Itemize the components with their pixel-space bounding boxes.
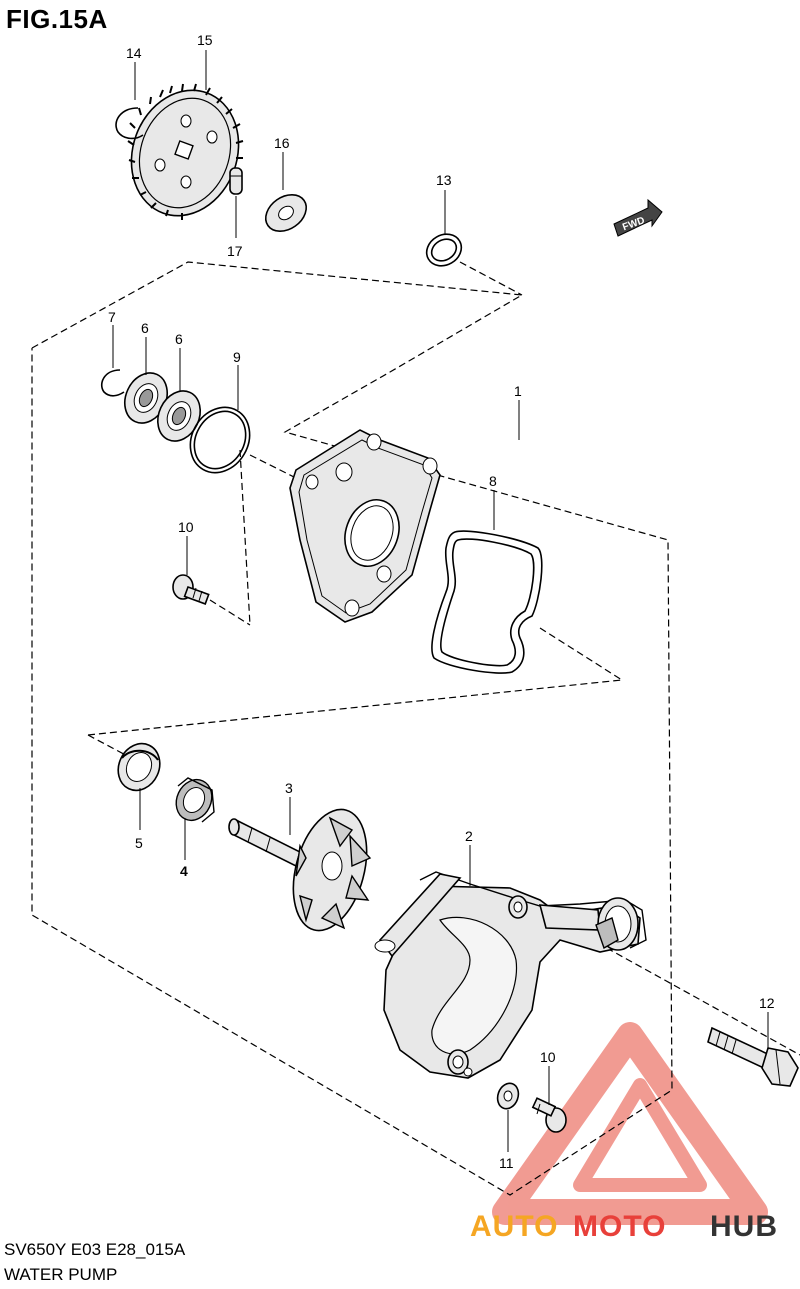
o-ring-9 — [189, 406, 251, 474]
pump-gasket — [431, 530, 543, 674]
impeller-shaft — [228, 808, 372, 932]
callout-13: 12 — [759, 995, 775, 1011]
circlip-7 — [100, 369, 125, 397]
model-code: SV650Y E03 E28_015A — [4, 1240, 186, 1259]
callout-6a: 6 — [141, 320, 149, 336]
watermark-moto: MOTO — [573, 1210, 666, 1243]
bearing-6-right — [157, 390, 201, 442]
assembly-outline — [31, 261, 800, 1196]
bolt-10 — [172, 574, 210, 605]
watermark-hub: HUB — [710, 1210, 778, 1243]
callout-1: 1 — [514, 383, 522, 399]
washer-12 — [496, 1082, 520, 1110]
fwd-label: FWD — [621, 215, 646, 233]
callout-12: 11 — [499, 1155, 514, 1171]
washer-17 — [264, 194, 308, 232]
callout-17: 16 — [274, 135, 290, 151]
circlip-15 — [115, 107, 144, 140]
mechanical-seal-4 — [175, 777, 215, 823]
callout-10: 10 — [178, 519, 194, 535]
callout-11: 10 — [540, 1049, 556, 1065]
callout-2: 2 — [465, 828, 473, 844]
callout-16: 15 — [197, 32, 213, 48]
sprocket-gear — [127, 83, 244, 220]
bearing-6-left — [124, 372, 168, 424]
figure-name: WATER PUMP — [4, 1265, 118, 1284]
leader-lines — [112, 50, 769, 1152]
callout-4: 4 — [180, 863, 188, 879]
callout-18: 17 — [227, 243, 243, 259]
callout-14: 13 — [436, 172, 452, 188]
pump-housing — [374, 871, 647, 1079]
callout-7: 7 — [108, 309, 116, 325]
oil-seal-5 — [117, 742, 161, 792]
callout-3: 3 — [285, 780, 293, 796]
bolt-13 — [707, 1026, 799, 1087]
callout-6b: 6 — [175, 331, 183, 347]
watermark-text: AUTO MOTO HUB — [470, 1210, 778, 1243]
watermark-auto: AUTO — [470, 1210, 558, 1243]
bolt-11 — [531, 1097, 567, 1133]
callout-5: 5 — [135, 835, 143, 851]
callout-9: 9 — [233, 349, 241, 365]
callout-8: 8 — [489, 473, 497, 489]
o-ring-14 — [425, 233, 463, 267]
dowel-pin — [229, 167, 243, 195]
watermark-logo-icon — [492, 1022, 768, 1225]
callout-15: 14 — [126, 45, 142, 61]
pump-cover-plate — [289, 429, 441, 623]
forward-direction-icon: FWD — [613, 198, 663, 237]
figure-title: FIG.15A — [6, 4, 108, 34]
